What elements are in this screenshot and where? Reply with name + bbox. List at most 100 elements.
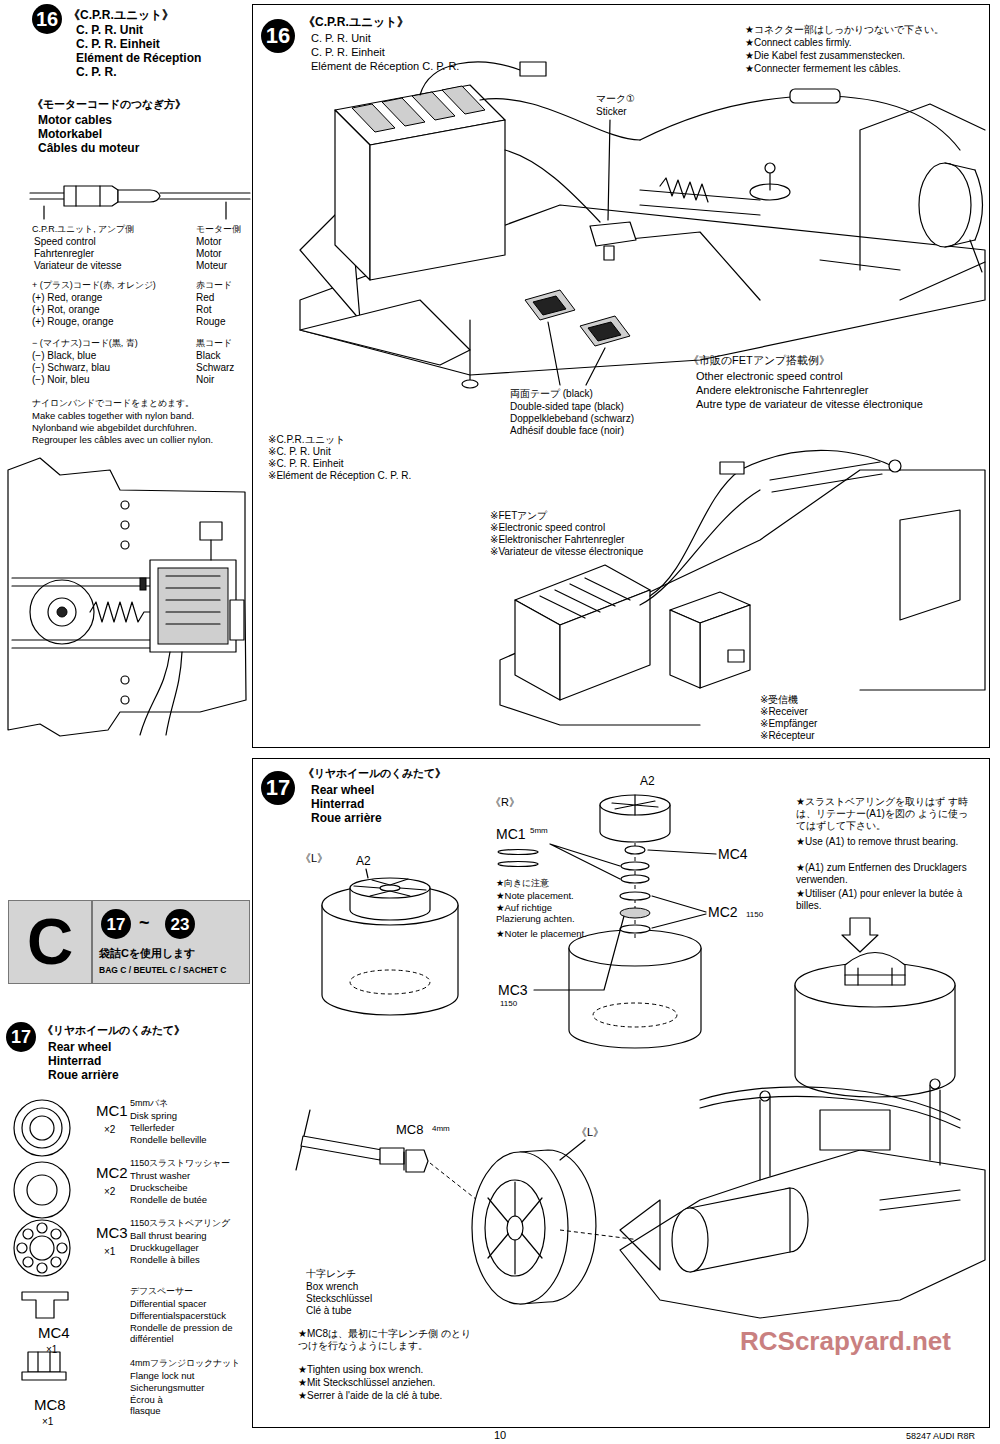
callout-label: ※Elément de Réception C. P. R. (268, 470, 411, 482)
node-text: 袋詰Cを使用します (99, 947, 195, 960)
part-name: 1150スラストベアリング (130, 1218, 230, 1229)
part-name: Differentialspacerstück (130, 1310, 226, 1321)
instruction-note: ★Utiliser (A1) pour enlever la butée à b… (796, 888, 968, 912)
part-name: 1150スラストワッシャー (130, 1158, 230, 1169)
wheel-mounting (296, 1079, 985, 1318)
part-name: 5mmバネ (130, 1098, 168, 1109)
callout-label: 《L》 (576, 1126, 604, 1139)
node-text: C. P. R. Einheit (311, 46, 385, 59)
part-name: Clé à tube (306, 1305, 352, 1317)
part-name: Rondelle de butée (130, 1194, 207, 1205)
node-text: C. P. R. Unit (311, 32, 371, 45)
step-number: 16 (261, 19, 295, 53)
instruction-note: ★MC8は、最初に十字レンチ側 のとりつけを行なうようにします。 (298, 1328, 480, 1352)
part-name: Motor (196, 248, 222, 260)
callout-label: MC1 (96, 1102, 128, 1120)
part-name: (−) Schwarz, blau (32, 362, 110, 374)
callout-label: Adhésif double face (noir) (510, 425, 624, 437)
step-heading: Autre type de variateur de vitesse élect… (696, 398, 923, 411)
step-heading: C. P. R. Einheit (76, 37, 160, 51)
node-text: 17 (107, 916, 126, 933)
callout-label: ×2 (104, 1186, 115, 1198)
callout-label: マーク① (596, 93, 635, 105)
callout-label: MC2 (96, 1164, 128, 1182)
instruction-note: ★Auf richtige Plazierung achten. (496, 902, 596, 925)
node-text: 16 (36, 9, 58, 29)
part-name: Rouge (196, 316, 225, 328)
part-name: Steckschlüssel (306, 1293, 372, 1305)
callout-label: ※C. P. R. Unit (268, 446, 331, 458)
dimension-label: 4mm (432, 1124, 450, 1134)
cpr-unit-installation (300, 62, 985, 388)
callout-label: MC2 (708, 904, 738, 921)
part-name: Flange lock nut (130, 1370, 194, 1381)
step-heading: 《C.P.R.ユニット》 (68, 8, 174, 22)
callout-label: Sticker (596, 106, 627, 118)
page-footer: 58247 AUDI R8R (906, 1431, 975, 1442)
part-name: (−) Noir, bleu (32, 374, 90, 386)
part-name: デフスペーサー (130, 1286, 193, 1297)
instruction-note: ★Use (A1) to remove thrust bearing. (796, 836, 968, 848)
callout-label: 両面テープ (black) (510, 388, 593, 400)
step-heading: C. P. R. Unit (76, 23, 143, 37)
part-name: Red (196, 292, 214, 304)
callout-label: MC8 (34, 1396, 66, 1414)
step-heading: Other electronic speed control (696, 370, 843, 383)
part-name: Ball thrust bearing (130, 1230, 207, 1241)
callout-label: MC4 (38, 1324, 70, 1342)
instruction-note: ナイロンバンドでコードをまとめます。 (32, 398, 194, 409)
instruction-note: ★向きに注意 (496, 878, 549, 889)
node-text: 16 (266, 25, 290, 47)
part-name: Motor (196, 236, 222, 248)
part-name: (+) Red, orange (32, 292, 102, 304)
part-name: Speed control (34, 236, 96, 248)
part-name: Variateur de vitesse (34, 260, 122, 272)
instruction-note: ★(A1) zum Entfernen des Drucklagers verw… (796, 862, 968, 886)
dimension-label: 5mm (530, 826, 548, 836)
instruction-note: ★Connect cables firmly. (745, 37, 852, 49)
callout-label: ※C. P. R. Einheit (268, 458, 343, 470)
part-name: Écrou à flasque (130, 1394, 190, 1417)
node-text: Roue arrière (311, 811, 382, 825)
instruction-note: ★コネクター部はしっかりつないで下さい。 (745, 24, 944, 36)
step-heading: 《市販のFETアンプ搭載例》 (688, 354, 830, 367)
part-name: Black (196, 350, 220, 362)
callout-label: A2 (640, 774, 655, 788)
instruction-note: ★Mit Steckschlüssel anziehen. (298, 1377, 435, 1389)
part-name: Rondelle belleville (130, 1134, 207, 1145)
instruction-note: Regrouper les câbles avec un collier nyl… (32, 434, 213, 445)
parts-list-icons (14, 1100, 70, 1380)
instruction-note: ★スラストベアリングを取りはず す時は、リテーナー(A1)を図の ように使っては… (796, 796, 968, 832)
part-name: Differential spacer (130, 1298, 206, 1309)
step-number: 16 (32, 4, 62, 34)
step-heading: Câbles du moteur (38, 141, 139, 155)
watermark: RCScrapyard.net (740, 1326, 951, 1357)
bag-box: ~袋詰Cを使用しますBAG C / BEUTEL C / SACHET C172… (92, 900, 250, 984)
instruction-note: Nylonband wie abgebildet durchführen. (32, 422, 197, 433)
part-name: Fahrtenregler (34, 248, 94, 260)
step-heading: Hinterrad (48, 1054, 101, 1068)
node-text: 《C.P.R.ユニット》 (303, 15, 409, 29)
instruction-note: ★Connecter fermement les câbles. (745, 63, 901, 75)
part-name: 十字レンチ (306, 1268, 356, 1280)
step-heading: Andere elektronische Fahrtenregler (696, 384, 868, 397)
step-heading: C. P. R. (76, 65, 116, 79)
part-name: (−) Black, blue (32, 350, 96, 362)
node-text: 23 (171, 916, 190, 933)
callout-label: ※Récepteur (760, 730, 815, 742)
node-text: 《リヤホイールのくみたて》 (303, 767, 446, 780)
step-heading: Elément de Réception (76, 51, 201, 65)
part-name: C.P.R.ユニット, アンプ側 (32, 224, 134, 235)
part-name: Thrust washer (130, 1170, 190, 1181)
part-name: Druckscheibe (130, 1182, 188, 1193)
node-text: Elément de Réception C. P. R. (311, 60, 459, 73)
part-name: モーター側 (196, 224, 241, 235)
instruction-note: Make cables together with nylon band. (32, 410, 194, 421)
dimension-label: 1150 (746, 910, 763, 920)
part-name: − (マイナス)コード(黒, 青) (32, 338, 138, 349)
instruction-note: ★Noter le placement. (496, 928, 587, 939)
callout-label: ×1 (46, 1344, 57, 1356)
part-name: + (プラス)コード(赤, オレンジ) (32, 280, 156, 291)
node-text: C (27, 910, 73, 974)
